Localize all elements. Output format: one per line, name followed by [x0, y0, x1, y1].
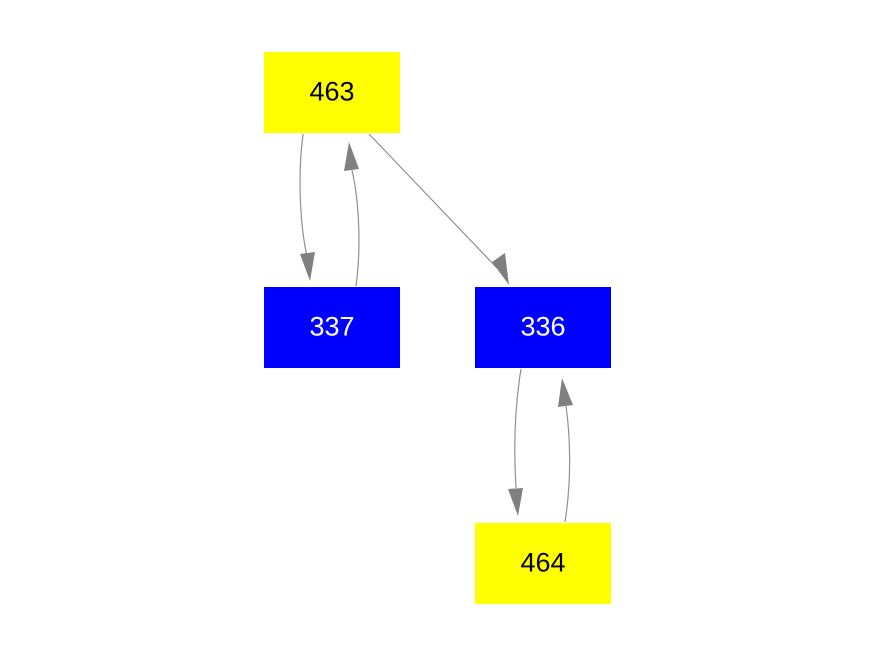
edge-arrowhead-icon [508, 488, 523, 516]
node-label: 464 [520, 548, 565, 578]
edge-arrowhead-icon [300, 252, 315, 281]
node-label: 337 [309, 312, 354, 342]
node-rect[interactable] [264, 287, 400, 368]
graph-node[interactable]: 464 [475, 523, 611, 604]
edge-arrowhead-icon [344, 142, 359, 171]
graph-node[interactable]: 337 [264, 287, 400, 368]
edge-line [564, 405, 571, 523]
graph-node[interactable]: 463 [264, 52, 400, 133]
node-rect[interactable] [475, 523, 611, 604]
node-rect[interactable] [264, 52, 400, 133]
edge-line [514, 368, 522, 489]
node-label: 336 [520, 312, 565, 342]
graph-edge [508, 368, 523, 516]
graph-edge [558, 378, 573, 523]
graph-edge [299, 133, 315, 281]
node-rect[interactable] [475, 287, 611, 368]
edge-line [351, 169, 360, 287]
edge-line [299, 133, 308, 257]
graph-edge [344, 142, 360, 287]
edge-line [368, 133, 498, 269]
graph-edge [368, 133, 509, 285]
edge-arrowhead-icon [558, 378, 573, 407]
edge-arrowhead-icon [492, 253, 509, 285]
graph-node[interactable]: 336 [475, 287, 611, 368]
node-label: 463 [309, 77, 354, 107]
edges-layer [299, 133, 573, 523]
nodes-layer: 463 337 336 464 [264, 52, 611, 604]
